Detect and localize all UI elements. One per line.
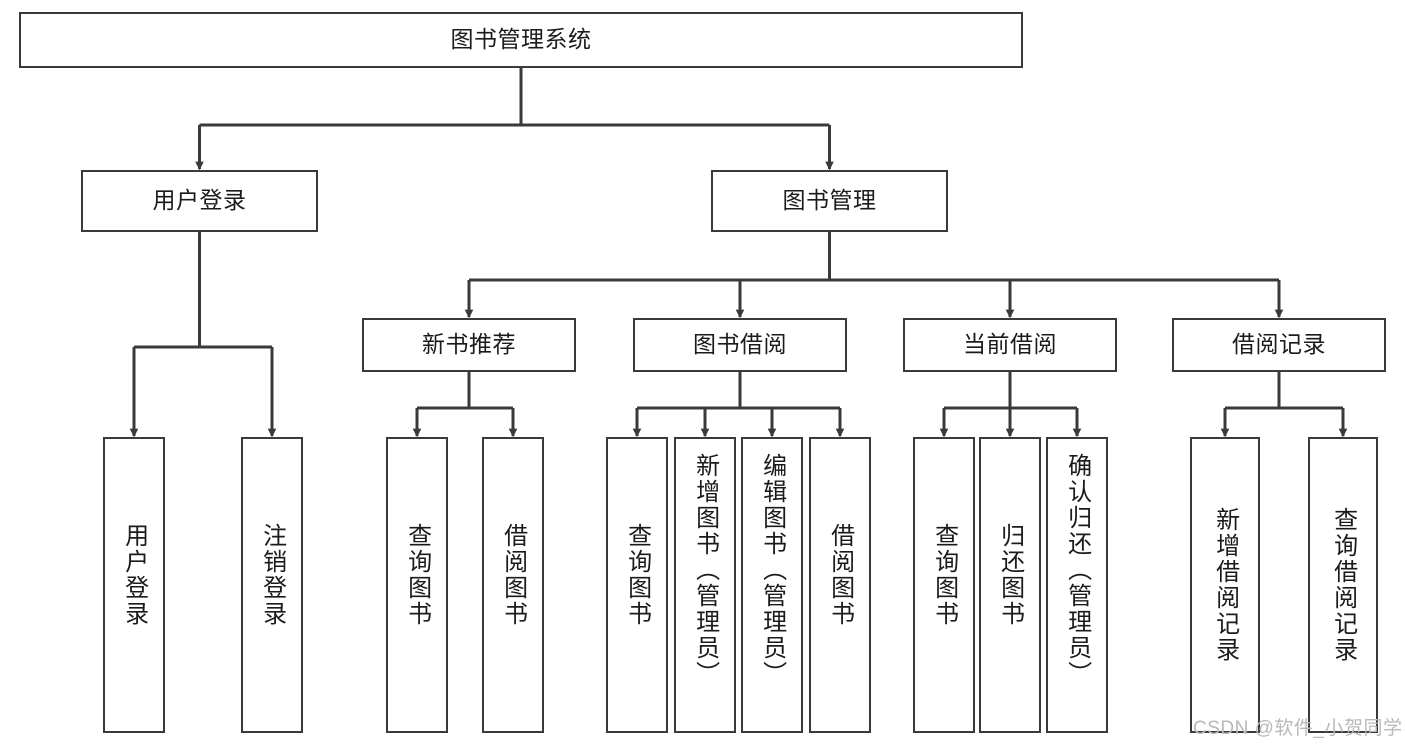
node-label: 图书管理: [782, 187, 877, 214]
node-label: 借阅记录: [1232, 331, 1326, 358]
node-newbooks[interactable]: 新书推荐: [362, 318, 576, 372]
node-label: 图书管理系统: [450, 26, 592, 53]
node-label: 新增借阅记录: [1211, 507, 1239, 663]
node-root[interactable]: 图书管理系统: [19, 12, 1023, 68]
node-borrow[interactable]: 图书借阅: [633, 318, 847, 372]
node-label: 查询图书: [930, 523, 958, 627]
node-leaf-borrow-3[interactable]: 编辑图书（管理员）: [741, 437, 803, 733]
node-label: 借阅图书: [499, 523, 527, 627]
csdn-watermark: CSDN @软件_小贺同学: [1193, 718, 1403, 739]
node-label: 编辑图书（管理员）: [758, 453, 786, 687]
node-leaf-new-1[interactable]: 查询图书: [386, 437, 448, 733]
node-leaf-cur-1[interactable]: 查询图书: [913, 437, 975, 733]
node-label: 当前借阅: [963, 331, 1057, 358]
node-label: 新增图书（管理员）: [691, 453, 719, 687]
node-leaf-borrow-4[interactable]: 借阅图书: [809, 437, 871, 733]
node-leaf-cur-3[interactable]: 确认归还（管理员）: [1046, 437, 1108, 733]
node-label: 图书借阅: [693, 331, 787, 358]
node-leaf-rec-1[interactable]: 新增借阅记录: [1190, 437, 1260, 733]
node-leaf-login-2[interactable]: 注销登录: [241, 437, 303, 733]
node-leaf-borrow-2[interactable]: 新增图书（管理员）: [674, 437, 736, 733]
node-label: 查询图书: [623, 523, 651, 627]
node-label: 用户登录: [152, 187, 247, 214]
node-label: 归还图书: [996, 523, 1024, 627]
node-records[interactable]: 借阅记录: [1172, 318, 1386, 372]
node-label: 查询图书: [403, 523, 431, 627]
node-label: 用户登录: [120, 523, 148, 627]
node-label: 确认归还（管理员）: [1063, 453, 1091, 687]
node-leaf-new-2[interactable]: 借阅图书: [482, 437, 544, 733]
node-label: 借阅图书: [826, 523, 854, 627]
node-bookmgmt[interactable]: 图书管理: [711, 170, 948, 232]
node-current[interactable]: 当前借阅: [903, 318, 1117, 372]
node-label: 新书推荐: [422, 331, 516, 358]
node-leaf-rec-2[interactable]: 查询借阅记录: [1308, 437, 1378, 733]
node-label: 查询借阅记录: [1329, 507, 1357, 663]
node-login[interactable]: 用户登录: [81, 170, 318, 232]
node-leaf-cur-2[interactable]: 归还图书: [979, 437, 1041, 733]
node-label: 注销登录: [258, 523, 286, 627]
node-leaf-login-1[interactable]: 用户登录: [103, 437, 165, 733]
node-leaf-borrow-1[interactable]: 查询图书: [606, 437, 668, 733]
